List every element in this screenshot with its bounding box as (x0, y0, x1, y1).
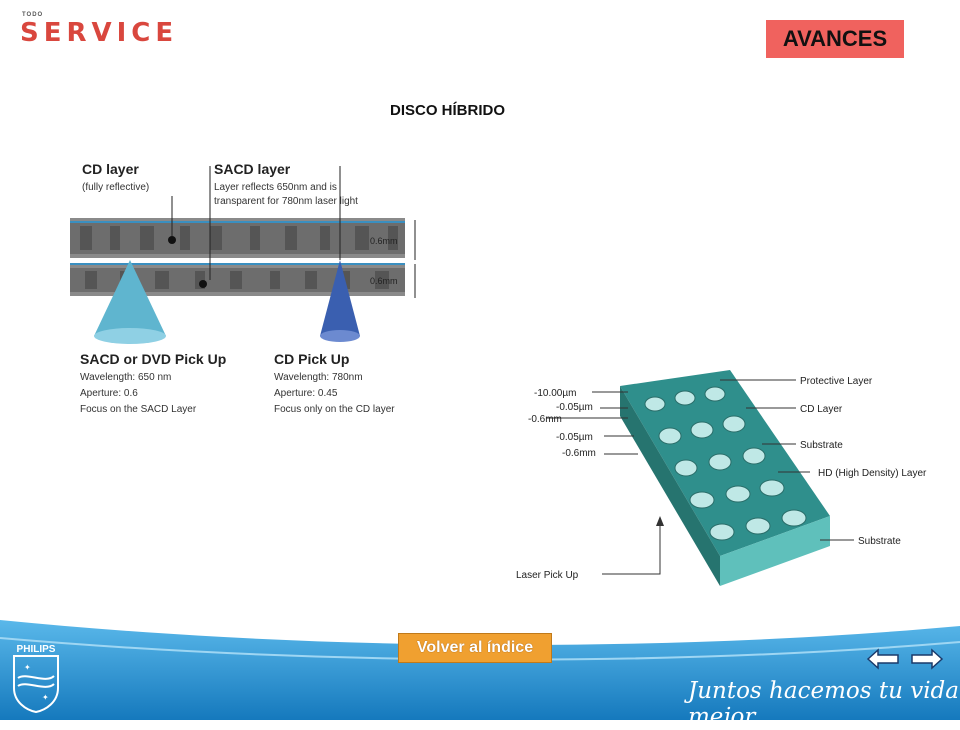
sacd-layer-line2: transparent for 780nm laser light (214, 196, 358, 207)
svg-text:✦: ✦ (42, 693, 49, 702)
todo-service-logo: TODO SERVICE (20, 12, 173, 48)
dim-1: -10.00µm (534, 388, 576, 399)
pickup-right-l1: Wavelength: 780nm (274, 372, 363, 383)
pickup-right-title: CD Pick Up (274, 351, 349, 367)
label-substrate-1: Substrate (800, 440, 843, 451)
pickup-left-l3: Focus on the SACD Layer (80, 404, 197, 415)
pickup-right-l2: Aperture: 0.45 (274, 388, 338, 399)
hybrid-disc-cross-section: CD layer (fully reflective) SACD layer L… (70, 161, 416, 415)
label-protective: Protective Layer (800, 376, 873, 387)
logo-small-text: TODO (22, 12, 44, 18)
disc-layer-3d-diagram: Protective Layer CD Layer Substrate HD (… (516, 370, 927, 586)
label-substrate-2: Substrate (858, 536, 901, 547)
dim-4: -0.05µm (556, 432, 593, 443)
back-to-index-button[interactable]: Volver al índice (398, 633, 552, 663)
dim-2: -0.05µm (556, 402, 593, 413)
label-cd-layer: CD Layer (800, 404, 843, 415)
previous-arrow-icon[interactable] (866, 648, 900, 670)
next-arrow-icon[interactable] (910, 648, 944, 670)
tagline: Juntos hacemos tu vida mejor (688, 678, 959, 730)
cd-layer-title: CD layer (82, 161, 139, 177)
label-hd-layer: HD (High Density) Layer (818, 468, 927, 479)
pickup-left-l2: Aperture: 0.6 (80, 388, 138, 399)
dim-5: -0.6mm (562, 448, 596, 459)
sacd-layer-line1: Layer reflects 650nm and is (214, 182, 337, 193)
philips-logo: PHILIPS ✦ ✦ (13, 644, 59, 714)
laser-pickup-label: Laser Pick Up (516, 570, 579, 581)
dim-bottom: 0.6mm (370, 276, 398, 286)
svg-text:✦: ✦ (24, 663, 31, 672)
section-label: AVANCES (766, 20, 904, 58)
page-title: DISCO HÍBRIDO (390, 102, 506, 119)
cd-layer-sub: (fully reflective) (82, 182, 149, 193)
dim-top: 0.6mm (370, 236, 398, 246)
pickup-left-title: SACD or DVD Pick Up (80, 351, 226, 367)
pickup-right-l3: Focus only on the CD layer (274, 404, 395, 415)
logo-big-text: SERVICE (20, 18, 179, 48)
sacd-layer-title: SACD layer (214, 161, 291, 177)
pickup-left-l1: Wavelength: 650 nm (80, 372, 171, 383)
dim-3: -0.6mm (528, 414, 562, 425)
philips-brand-text: PHILIPS (17, 644, 56, 655)
